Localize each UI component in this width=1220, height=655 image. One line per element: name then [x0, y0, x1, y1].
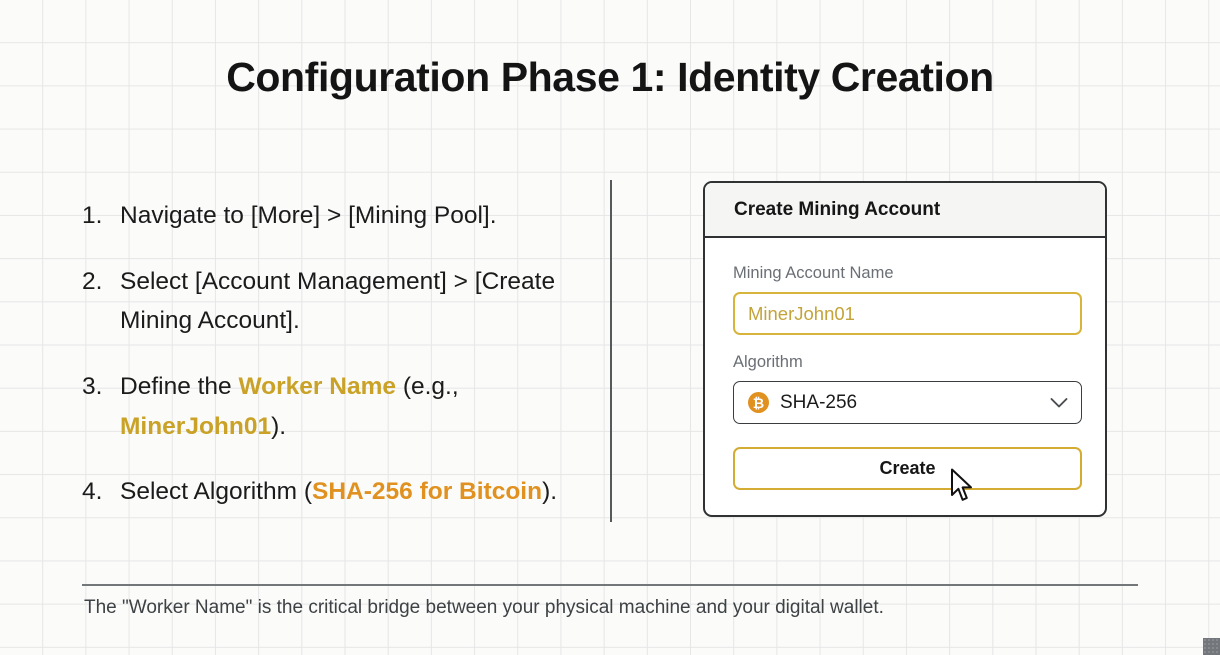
algorithm-label: Algorithm — [733, 353, 803, 371]
instruction-steps-list: 1. Navigate to [More] > [Mining Pool]. 2… — [82, 196, 582, 538]
list-item: 1. Navigate to [More] > [Mining Pool]. — [82, 196, 582, 236]
step-number: 3. — [82, 373, 103, 401]
card-header: Create Mining Account — [705, 183, 1105, 238]
page-title: Configuration Phase 1: Identity Creation — [226, 54, 994, 100]
create-button[interactable]: Create — [733, 447, 1082, 490]
mining-account-name-label: Mining Account Name — [733, 264, 894, 282]
list-item: 2. Select [Account Management] > [Create… — [82, 262, 582, 341]
step-number: 4. — [82, 478, 103, 506]
create-button-label: Create — [879, 458, 936, 478]
card-body: Mining Account Name MinerJohn01 Algorith… — [705, 238, 1105, 490]
list-item: 4. Select Algorithm (SHA-256 for Bitcoin… — [82, 472, 582, 512]
bitcoin-icon: ₿ — [748, 392, 769, 413]
highlight-algorithm: SHA-256 for Bitcoin — [312, 478, 543, 506]
algorithm-select[interactable]: ₿ SHA-256 — [733, 381, 1082, 424]
step-number: 1. — [82, 202, 103, 229]
mining-account-name-value: MinerJohn01 — [748, 302, 855, 324]
step-segment-plain: Navigate to [More] > [Mining Pool]. — [120, 202, 497, 229]
mining-account-name-input[interactable]: MinerJohn01 — [733, 292, 1082, 335]
corner-overlay-block — [1203, 638, 1220, 655]
footer-note: The "Worker Name" is the critical bridge… — [84, 597, 884, 618]
algorithm-selected-value: SHA-256 — [780, 391, 858, 413]
step-text: Define the Worker Name (e.g., MinerJohn0… — [120, 367, 582, 446]
step-number: 2. — [82, 267, 103, 295]
highlight-worker-example: MinerJohn01 — [120, 412, 272, 440]
step-text: Select Algorithm (SHA-256 for Bitcoin). — [120, 472, 582, 512]
step-text: Navigate to [More] > [Mining Pool]. — [120, 196, 582, 236]
step-segment-plain: Select Algorithm ( — [120, 478, 312, 506]
card-title: Create Mining Account — [734, 198, 941, 220]
step-segment-plain: Select [Account Management] > [Create Mi… — [120, 267, 556, 335]
create-mining-account-card: Create Mining Account Mining Account Nam… — [703, 181, 1107, 517]
chevron-down-icon[interactable] — [1050, 397, 1068, 409]
step-text: Select [Account Management] > [Create Mi… — [120, 262, 582, 341]
step-segment-plain: Define the — [120, 373, 239, 401]
list-item: 3. Define the Worker Name (e.g., MinerJo… — [82, 367, 582, 446]
vertical-divider — [610, 180, 612, 522]
highlight-worker-name: Worker Name — [238, 373, 397, 401]
horizontal-divider — [82, 584, 1138, 586]
step-segment-plain: ). — [271, 412, 287, 440]
step-segment-plain: ). — [542, 478, 558, 506]
step-segment-plain: (e.g., — [396, 373, 459, 401]
